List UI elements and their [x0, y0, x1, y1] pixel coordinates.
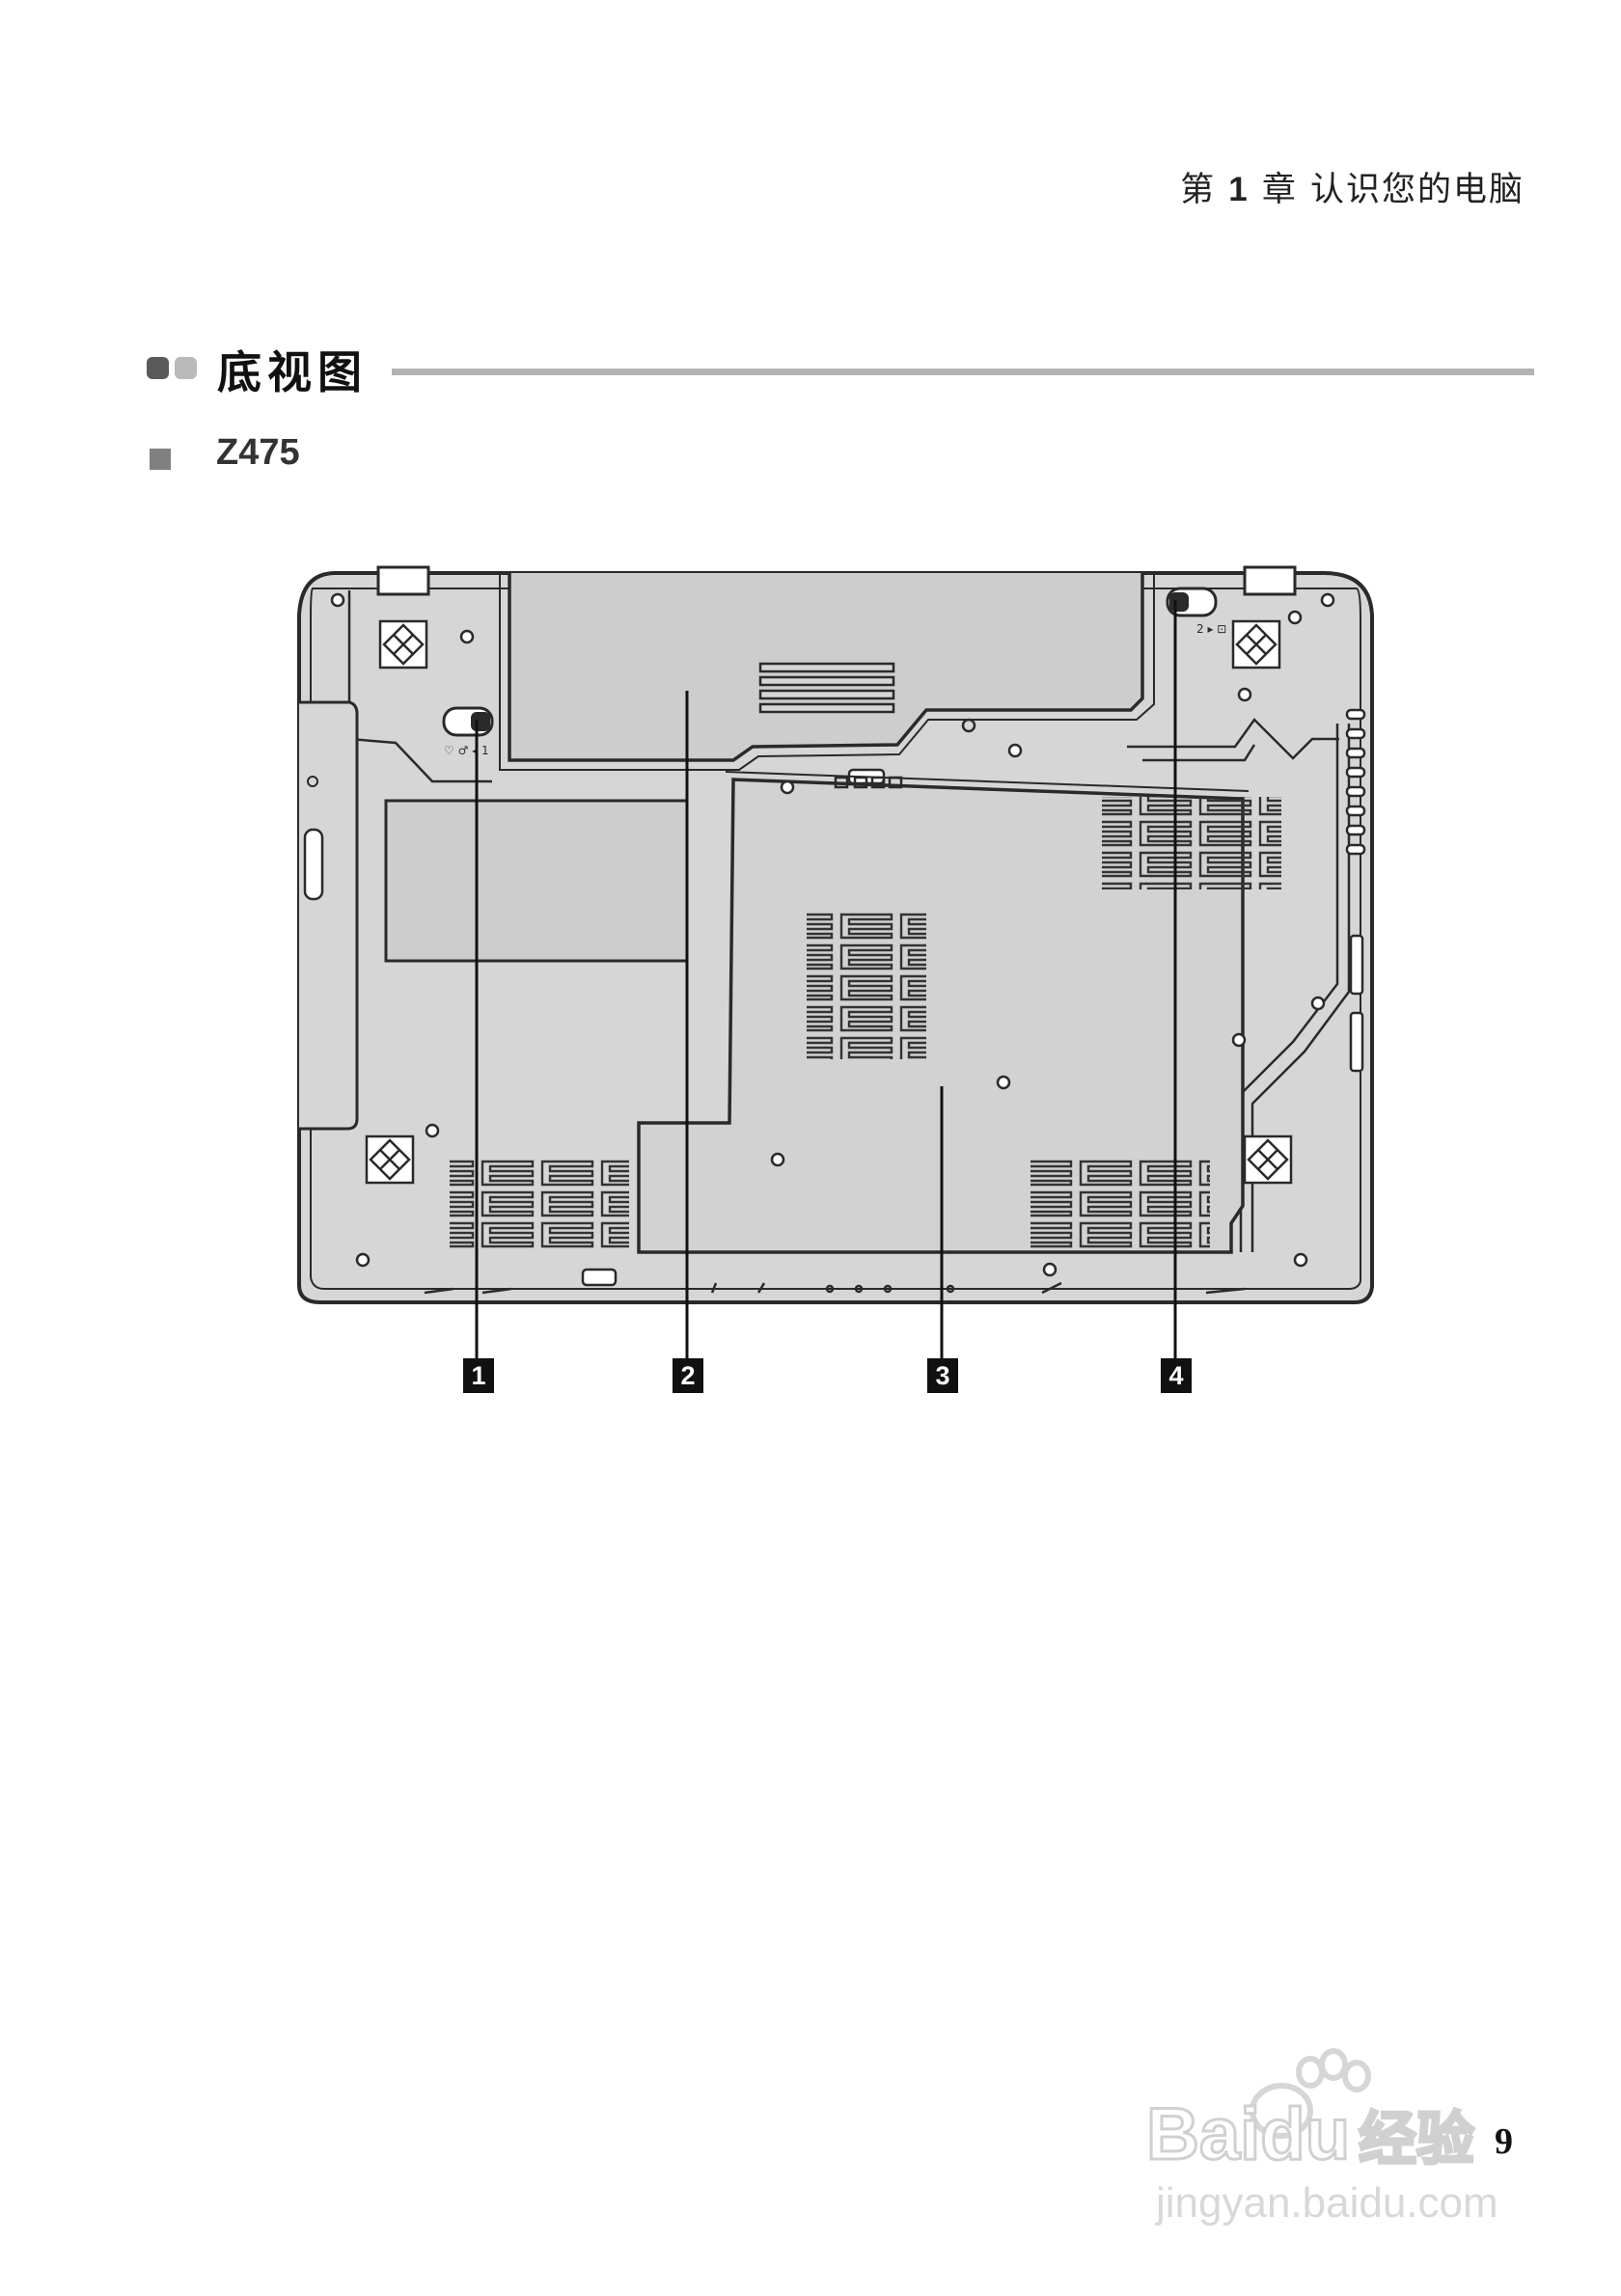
chapter-header: 第 1 章 认识您的电脑: [1180, 162, 1525, 211]
side-vent-slots: [1345, 708, 1366, 1073]
callout-1: 1: [463, 1358, 494, 1393]
page-number: 9: [1495, 2121, 1513, 2162]
section-heading: 底视图: [147, 340, 1534, 398]
vent-grilles: [450, 797, 1281, 1250]
front-edge-details: [424, 1268, 1246, 1295]
watermark-brand: Baidu: [1146, 2093, 1350, 2175]
callout-3: 3: [927, 1358, 958, 1393]
section-divider: [392, 369, 1534, 375]
model-bullet-icon: [150, 449, 171, 470]
chapter-prefix: 第: [1180, 171, 1217, 209]
section-bullet-light-icon: [175, 357, 197, 379]
screws: [330, 592, 1335, 1277]
battery-pack: [499, 573, 1155, 785]
callout-leaders: [475, 600, 1177, 1358]
latch-2-label: 2 ▸ ⊡: [1196, 622, 1226, 636]
hdd-cover: [384, 799, 689, 963]
model-title: Z475: [216, 432, 300, 473]
watermark-url: jingyan.baidu.com: [1154, 2179, 1498, 2227]
hinges: [376, 565, 1297, 596]
battery-latch-1: ♡ ♂ ◂ 1: [442, 706, 494, 757]
callout-4: 4: [1161, 1358, 1192, 1393]
baidu-jingyan-watermark: Baidu 经验 jingyan.baidu.com: [1145, 2048, 1498, 2227]
battery-latch-2: 2 ▸ ⊡: [1166, 587, 1226, 636]
watermark-brand-cn: 经验: [1359, 2106, 1474, 2173]
latch-1-label: ♡ ♂ ◂ 1: [444, 744, 489, 757]
rubber-feet: [365, 619, 1293, 1185]
section-bullet-dark-icon: [147, 357, 169, 379]
callout-2: 2: [673, 1358, 703, 1393]
chapter-suffix: 章 认识您的电脑: [1261, 171, 1525, 209]
chapter-number: 1: [1228, 171, 1250, 208]
memory-compartment: [637, 771, 1250, 1254]
section-title: 底视图: [217, 346, 368, 398]
optical-drive: [299, 700, 359, 1131]
laptop-bottom-view-diagram: ♡ ♂ ◂ 1 2 ▸ ⊡: [297, 565, 1374, 1358]
